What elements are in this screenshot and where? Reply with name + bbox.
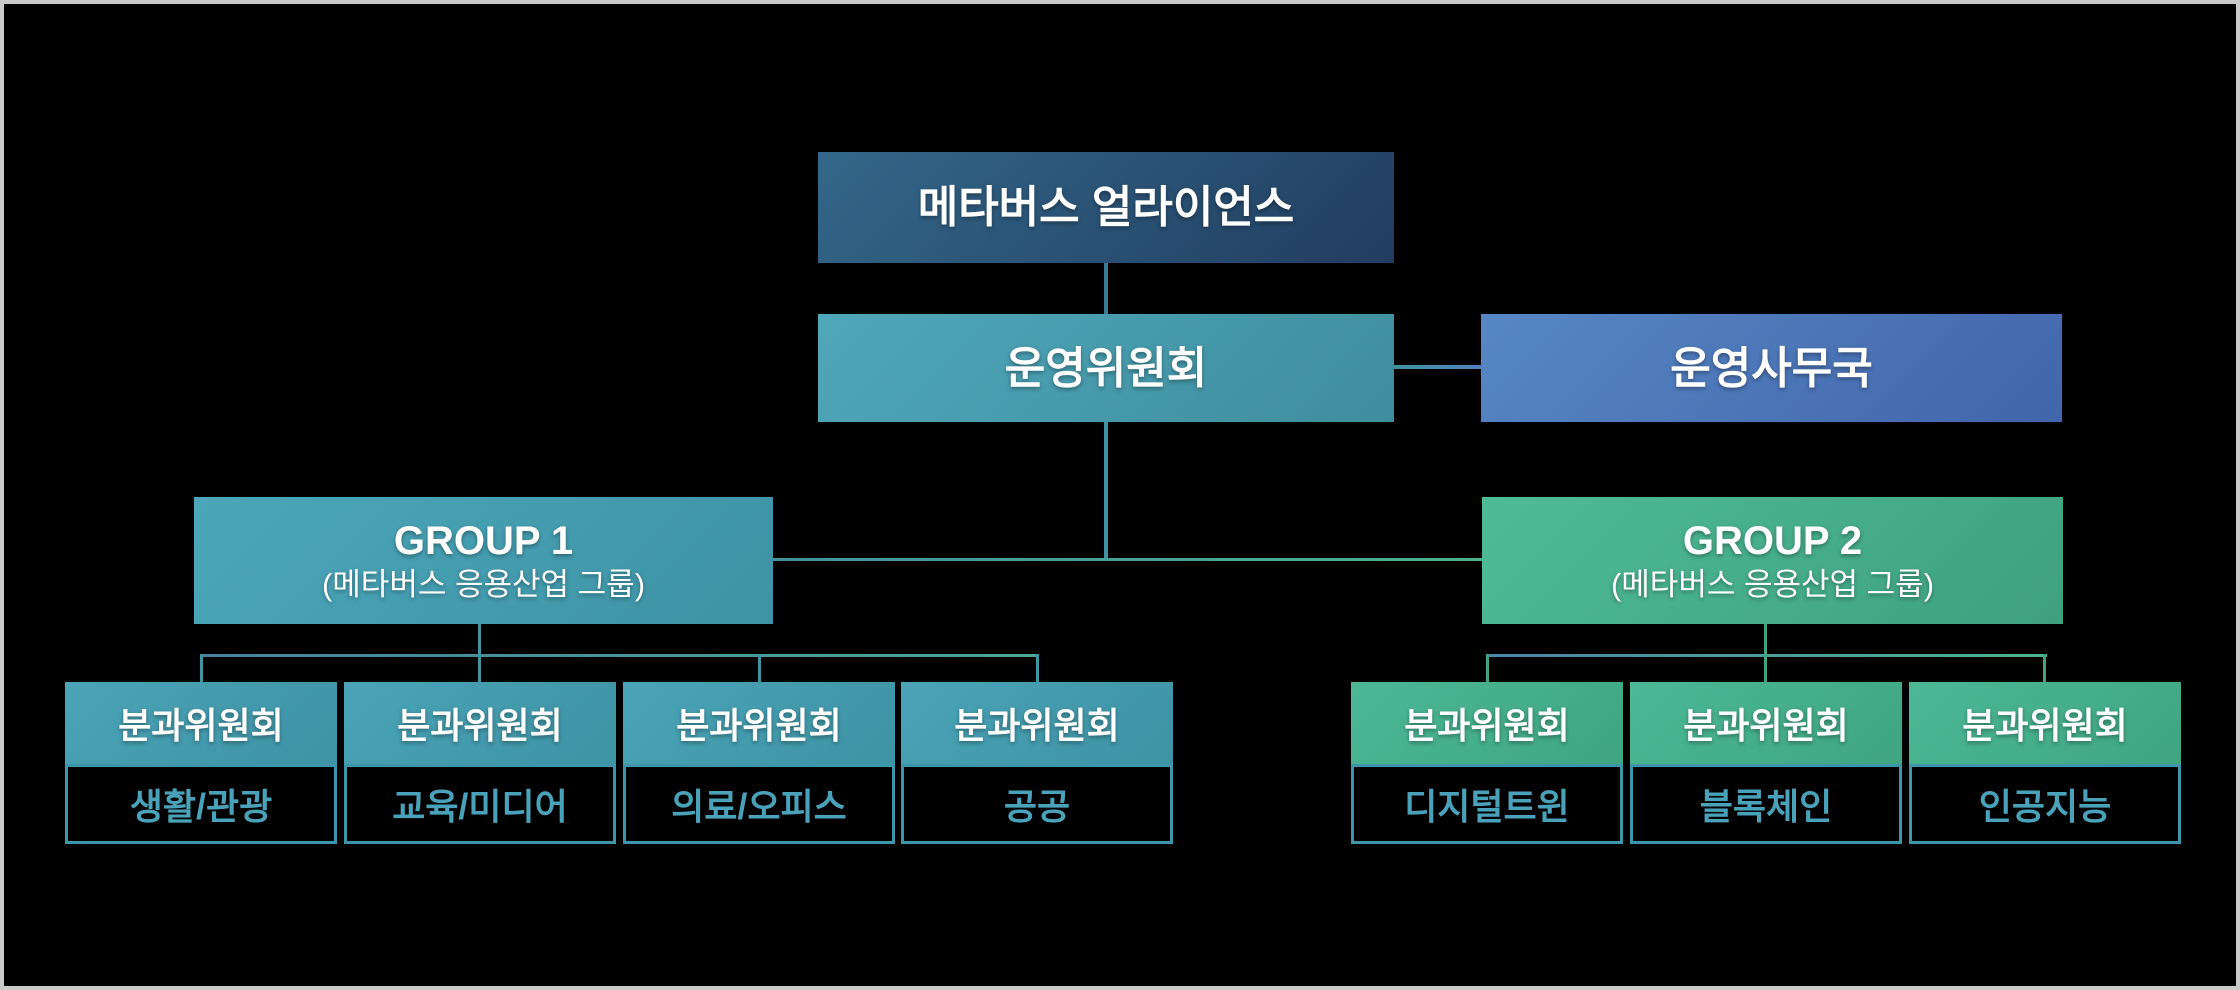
subcommittee-box-ai: 분과위원회 인공지능: [1909, 682, 2181, 844]
subcommittee-box-life-tourism: 분과위원회 생활/관광: [65, 682, 337, 844]
connector-group1-stem: [478, 624, 481, 656]
subcommittee-box-blockchain: 분과위원회 블록체인: [1630, 682, 1902, 844]
connector-root-to-committee: [1104, 263, 1108, 314]
connector-committee-down: [1104, 422, 1108, 560]
subcommittee-value: 인공지능: [1909, 764, 2181, 844]
subcommittee-box-public: 분과위원회 공공: [901, 682, 1173, 844]
connector-group2-drop-2: [1764, 654, 1767, 682]
subcommittee-header: 분과위원회: [344, 682, 616, 764]
group2-name: GROUP 2: [1682, 519, 1863, 564]
group1-subtitle: (메타버스 응용산업 그룹): [321, 567, 646, 603]
subcommittee-value: 의료/오피스: [623, 764, 895, 844]
operations-office-label: 운영사무국: [1670, 343, 1873, 393]
group2-subtitle: (메타버스 응용산업 그룹): [1610, 567, 1935, 603]
subcommittee-value: 블록체인: [1630, 764, 1902, 844]
steering-committee-label: 운영위원회: [1004, 343, 1208, 393]
connector-group2-stem: [1764, 624, 1767, 656]
steering-committee-box: 운영위원회: [818, 314, 1394, 422]
subcommittee-header: 분과위원회: [65, 682, 337, 764]
root-box-label: 메타버스 얼라이언스: [917, 183, 1295, 232]
group1-name: GROUP 1: [393, 519, 574, 564]
connector-committee-to-office: [1394, 365, 1481, 369]
subcommittee-header: 분과위원회: [1351, 682, 1623, 764]
root-box-metaverse-alliance: 메타버스 얼라이언스: [818, 152, 1394, 263]
connector-group1-drop-4: [1036, 654, 1039, 682]
group1-box: GROUP 1 (메타버스 응용산업 그룹): [194, 497, 773, 624]
connector-group2-drop-1: [1486, 654, 1489, 682]
connector-group1-drop-1: [200, 654, 203, 682]
subcommittee-value: 생활/관광: [65, 764, 337, 844]
connector-groups-horizontal: [773, 558, 1482, 561]
group2-box: GROUP 2 (메타버스 응용산업 그룹): [1482, 497, 2063, 624]
connector-group1-drop-3: [758, 654, 761, 682]
subcommittee-value: 교육/미디어: [344, 764, 616, 844]
subcommittee-box-education-media: 분과위원회 교육/미디어: [344, 682, 616, 844]
subcommittee-box-digital-twin: 분과위원회 디지털트윈: [1351, 682, 1623, 844]
subcommittee-header: 분과위원회: [901, 682, 1173, 764]
connector-group1-horizontal: [200, 654, 1039, 657]
subcommittee-value: 디지털트윈: [1351, 764, 1623, 844]
subcommittee-value: 공공: [901, 764, 1173, 844]
connector-group2-drop-3: [2043, 654, 2046, 682]
connector-group1-drop-2: [478, 654, 481, 682]
subcommittee-header: 분과위원회: [1630, 682, 1902, 764]
operations-office-box: 운영사무국: [1481, 314, 2062, 422]
subcommittee-box-medical-office: 분과위원회 의료/오피스: [623, 682, 895, 844]
subcommittee-header: 분과위원회: [1909, 682, 2181, 764]
subcommittee-header: 분과위원회: [623, 682, 895, 764]
